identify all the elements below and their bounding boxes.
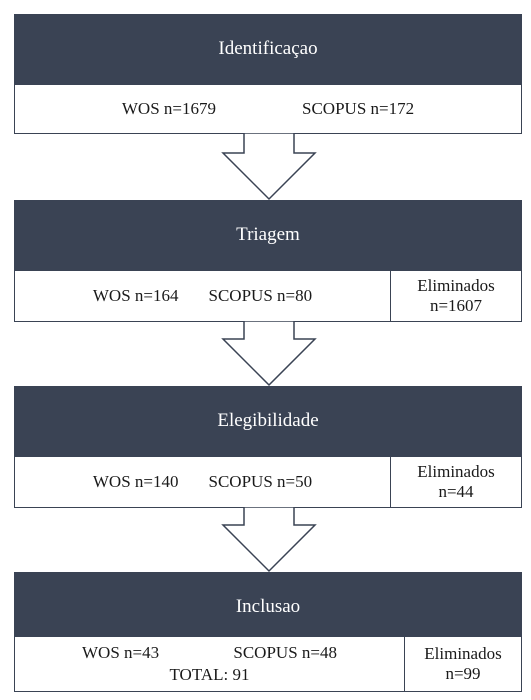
stage-header-inclusao: Inclusao	[14, 572, 522, 642]
stage-title: Inclusao	[235, 596, 301, 617]
total-count: TOTAL: 91	[169, 665, 250, 684]
scopus-count: SCOPUS n=48	[233, 643, 337, 662]
stage-body-elegibilidade: WOS n=140 SCOPUS n=50 Eliminados n=44	[14, 456, 522, 508]
eliminated-label: Eliminados	[424, 644, 502, 663]
stage-title: Triagem	[236, 224, 300, 245]
counts-row: WOS n=43 SCOPUS n=48	[82, 642, 337, 664]
wos-count: WOS n=1679	[121, 99, 217, 118]
flow-diagram: Identificaçao WOS n=1679 SCOPUS n=172 Tr…	[14, 0, 522, 700]
scopus-count: SCOPUS n=172	[302, 99, 415, 118]
wos-count: WOS n=43	[82, 643, 160, 662]
down-arrow-icon	[221, 321, 317, 387]
down-arrow-icon	[221, 133, 317, 201]
stage-body-identificacao: WOS n=1679 SCOPUS n=172	[14, 84, 522, 134]
stage-body-inclusao: WOS n=43 SCOPUS n=48 TOTAL: 91 Eliminado…	[14, 636, 522, 692]
down-arrow-icon	[221, 507, 317, 573]
stage-header-triagem: Triagem	[14, 200, 522, 270]
eliminated-box: Eliminados n=1607	[390, 271, 521, 321]
eliminated-label: Eliminados	[417, 276, 495, 295]
stage-counts: WOS n=164 SCOPUS n=80	[15, 271, 390, 321]
scopus-count: SCOPUS n=80	[208, 286, 313, 305]
eliminated-label: Eliminados	[417, 462, 495, 481]
stage-header-identificacao: Identificaçao	[14, 14, 522, 84]
eliminated-box: Eliminados n=44	[390, 457, 521, 507]
stage-title: Elegibilidade	[217, 410, 319, 431]
eliminated-count: n=99	[445, 664, 481, 683]
wos-count: WOS n=164	[92, 286, 179, 305]
stage-counts: WOS n=140 SCOPUS n=50	[15, 457, 390, 507]
stage-title: Identificaçao	[218, 38, 318, 59]
eliminated-count: n=1607	[429, 296, 483, 315]
stage-header-elegibilidade: Elegibilidade	[14, 386, 522, 456]
wos-count: WOS n=140	[92, 472, 179, 491]
stage-counts: WOS n=1679 SCOPUS n=172	[15, 85, 521, 133]
stage-counts: WOS n=43 SCOPUS n=48 TOTAL: 91	[15, 637, 404, 691]
stage-body-triagem: WOS n=164 SCOPUS n=80 Eliminados n=1607	[14, 270, 522, 322]
eliminated-box: Eliminados n=99	[404, 637, 521, 691]
scopus-count: SCOPUS n=50	[208, 472, 313, 491]
eliminated-count: n=44	[438, 482, 474, 501]
